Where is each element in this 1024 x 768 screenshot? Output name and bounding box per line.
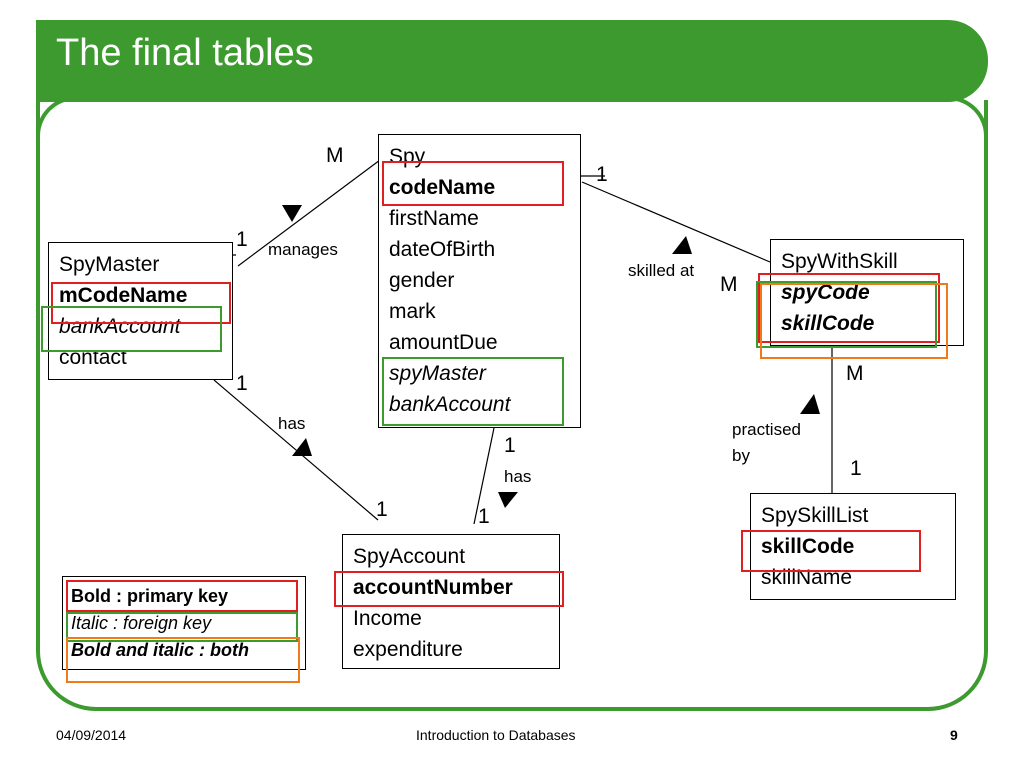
entity-spy: Spy codeName firstName dateOfBirth gende… (378, 134, 581, 428)
line-manages (237, 159, 381, 267)
card-has-master-master: 1 (236, 372, 248, 395)
footer-title: Introduction to Databases (416, 727, 576, 743)
highlight-spy-primary-key (382, 161, 564, 206)
spy-field-gender: gender (389, 269, 455, 292)
card-has-spy-spy: 1 (504, 434, 516, 457)
footer-date: 04/09/2014 (56, 727, 127, 743)
highlight-spywithskill-foreign-key (756, 281, 937, 348)
footer-page-number: 9 (950, 727, 958, 743)
highlight-spyaccount-primary-key (334, 571, 564, 607)
legend-both: Bold and italic : both (71, 640, 249, 660)
entity-spyskilllist-name: SpySkillList (761, 504, 869, 527)
label-practised: practised (732, 420, 801, 439)
spyskilllist-field-skillcode: skillCode (761, 535, 855, 558)
card-skilled-at-skill: M (720, 273, 738, 296)
card-practised-by-withskill: M (846, 362, 864, 385)
line-skilled-at (581, 181, 771, 263)
entity-spyaccount-name: SpyAccount (353, 545, 466, 568)
spywithskill-field-spycode: spyCode (781, 281, 870, 304)
legend-highlight-foreign (66, 612, 298, 642)
spyaccount-field-accountnumber: accountNumber (353, 576, 513, 599)
slide-title: The final tables (56, 32, 314, 74)
spy-field-mark: mark (389, 300, 436, 323)
arrow-has-spy-icon (498, 492, 518, 508)
arrow-manages-icon (282, 205, 302, 222)
spy-field-codename: codeName (389, 176, 496, 199)
card-has-master-account: 1 (376, 498, 388, 521)
entity-spywithskill: SpyWithSkill spyCode skillCode (770, 239, 964, 346)
legend-highlight-both (66, 637, 300, 683)
arrow-practised-by-icon (800, 394, 820, 414)
highlight-spywithskill-both (760, 283, 948, 359)
card-manages-spy: M (326, 144, 344, 167)
card-manages-master: 1 (236, 228, 248, 251)
highlight-spywithskill-primary-key (758, 273, 940, 343)
spy-field-amountdue: amountDue (389, 331, 498, 354)
label-skilled-at: skilled at (628, 261, 695, 280)
arrow-skilled-at-icon (672, 236, 692, 254)
spy-field-bankaccount: bankAccount (389, 393, 511, 416)
spyaccount-field-expenditure: expenditure (353, 638, 463, 661)
highlight-spyskilllist-primary-key (741, 530, 921, 572)
legend-highlight-primary (66, 580, 298, 612)
label-by: by (732, 446, 750, 465)
entity-spyaccount: SpyAccount accountNumber Income expendit… (342, 534, 560, 669)
entity-spymaster: SpyMaster mCodeName bankAccount contact (48, 242, 233, 380)
legend-box: Bold : primary key Italic : foreign key … (62, 576, 306, 670)
spymaster-field-bankaccount: bankAccount (59, 315, 181, 338)
arrow-has-master-icon (292, 438, 312, 456)
spywithskill-field-skillcode: skillCode (781, 312, 875, 335)
entity-spyskilllist: SpySkillList skillCode skillName (750, 493, 956, 600)
label-has-spy: has (504, 467, 532, 486)
highlight-spy-foreign-keys (382, 357, 564, 426)
legend-foreign-key: Italic : foreign key (71, 613, 212, 633)
spymaster-field-mcodename: mCodeName (59, 284, 188, 307)
highlight-spymaster-primary-key (51, 282, 231, 324)
title-banner (36, 20, 988, 102)
entity-spymaster-name: SpyMaster (59, 253, 160, 276)
line-has-spy (473, 427, 495, 525)
spy-field-firstname: firstName (389, 207, 479, 230)
card-skilled-at-spy: 1 (596, 163, 608, 186)
label-has-master: has (278, 414, 306, 433)
highlight-spymaster-foreign-key (41, 306, 222, 352)
entity-spywithskill-name: SpyWithSkill (781, 250, 898, 273)
card-practised-by-list: 1 (850, 457, 862, 480)
label-manages: manages (268, 240, 338, 259)
spy-field-spymaster: spyMaster (389, 362, 486, 385)
card-has-spy-account: 1 (478, 505, 490, 528)
legend-primary-key: Bold : primary key (71, 586, 229, 606)
spy-field-dateofbirth: dateOfBirth (389, 238, 496, 261)
spyaccount-field-income: Income (353, 607, 422, 630)
content-frame (36, 100, 988, 711)
line-has-master (213, 379, 379, 521)
